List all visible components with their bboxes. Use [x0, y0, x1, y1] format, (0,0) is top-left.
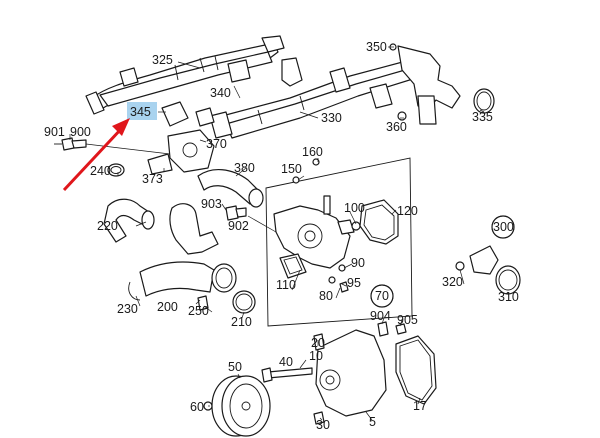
thermostat-300	[455, 215, 521, 295]
label-320[interactable]: 320	[442, 275, 463, 289]
label-370[interactable]: 370	[206, 137, 227, 151]
label-40[interactable]: 40	[279, 355, 293, 369]
label-230[interactable]: 230	[117, 302, 138, 316]
label-110[interactable]: 110	[276, 278, 296, 292]
sensor-900	[54, 137, 87, 151]
label-60[interactable]: 60	[190, 400, 204, 414]
label-903[interactable]: 903	[201, 197, 222, 211]
label-335[interactable]: 335	[472, 110, 493, 124]
hose-200	[128, 203, 256, 314]
pump-body	[273, 158, 355, 269]
pipe-end-350	[389, 43, 495, 125]
lower-pump-5	[313, 329, 437, 425]
label-340[interactable]: 340	[210, 86, 231, 100]
label-70[interactable]: 70	[375, 289, 389, 303]
pulley-50	[203, 367, 313, 437]
pointer-arrow	[62, 118, 130, 192]
label-345[interactable]: 345	[130, 105, 151, 119]
label-80[interactable]: 80	[319, 289, 333, 303]
label-904[interactable]: 904	[370, 309, 391, 323]
label-150[interactable]: 150	[281, 162, 302, 176]
label-240[interactable]: 240	[90, 164, 111, 178]
label-360[interactable]: 360	[386, 120, 407, 134]
label-350[interactable]: 350	[366, 40, 387, 54]
gasket-120	[351, 199, 399, 245]
label-120[interactable]: 120	[397, 204, 418, 218]
label-95[interactable]: 95	[347, 276, 361, 290]
label-30[interactable]: 30	[316, 418, 330, 432]
label-330[interactable]: 330	[321, 111, 342, 125]
connector-345	[147, 101, 215, 175]
label-900[interactable]: 900	[70, 125, 91, 139]
label-210[interactable]: 210	[231, 315, 252, 329]
label-300[interactable]: 300	[493, 220, 514, 234]
coolant-pipe-330	[209, 59, 419, 139]
coolant-pipe-325	[85, 35, 303, 115]
label-901[interactable]: 901	[44, 125, 65, 139]
sensor-902	[225, 205, 247, 221]
pump-assembly-box	[265, 157, 413, 327]
label-250[interactable]: 250	[188, 304, 209, 318]
label-380[interactable]: 380	[234, 161, 255, 175]
label-325[interactable]: 325	[152, 53, 173, 67]
label-100[interactable]: 100	[344, 201, 365, 215]
label-160[interactable]: 160	[302, 145, 323, 159]
label-300-circle	[491, 215, 515, 239]
label-20[interactable]: 20	[311, 336, 325, 350]
hose-220	[103, 198, 155, 243]
fitting-904	[370, 284, 407, 337]
label-50[interactable]: 50	[228, 360, 242, 374]
part-labels: 325 350 340 345 901 900 370 330 360 335 …	[44, 40, 519, 432]
label-10[interactable]: 10	[309, 349, 323, 363]
label-905[interactable]: 905	[397, 313, 418, 327]
hose-380	[197, 169, 264, 208]
label-200[interactable]: 200	[157, 300, 178, 314]
label-345-highlight	[127, 102, 157, 120]
leader-lines	[69, 46, 509, 421]
clamp-240	[107, 163, 125, 177]
label-70-circle	[370, 284, 394, 308]
label-220[interactable]: 220	[97, 219, 118, 233]
label-902[interactable]: 902	[228, 219, 249, 233]
label-90[interactable]: 90	[351, 256, 365, 270]
label-5[interactable]: 5	[369, 415, 376, 429]
label-17[interactable]: 17	[413, 399, 427, 413]
label-373[interactable]: 373	[142, 172, 163, 186]
label-310[interactable]: 310	[498, 290, 519, 304]
fitting-80-95	[328, 264, 349, 293]
